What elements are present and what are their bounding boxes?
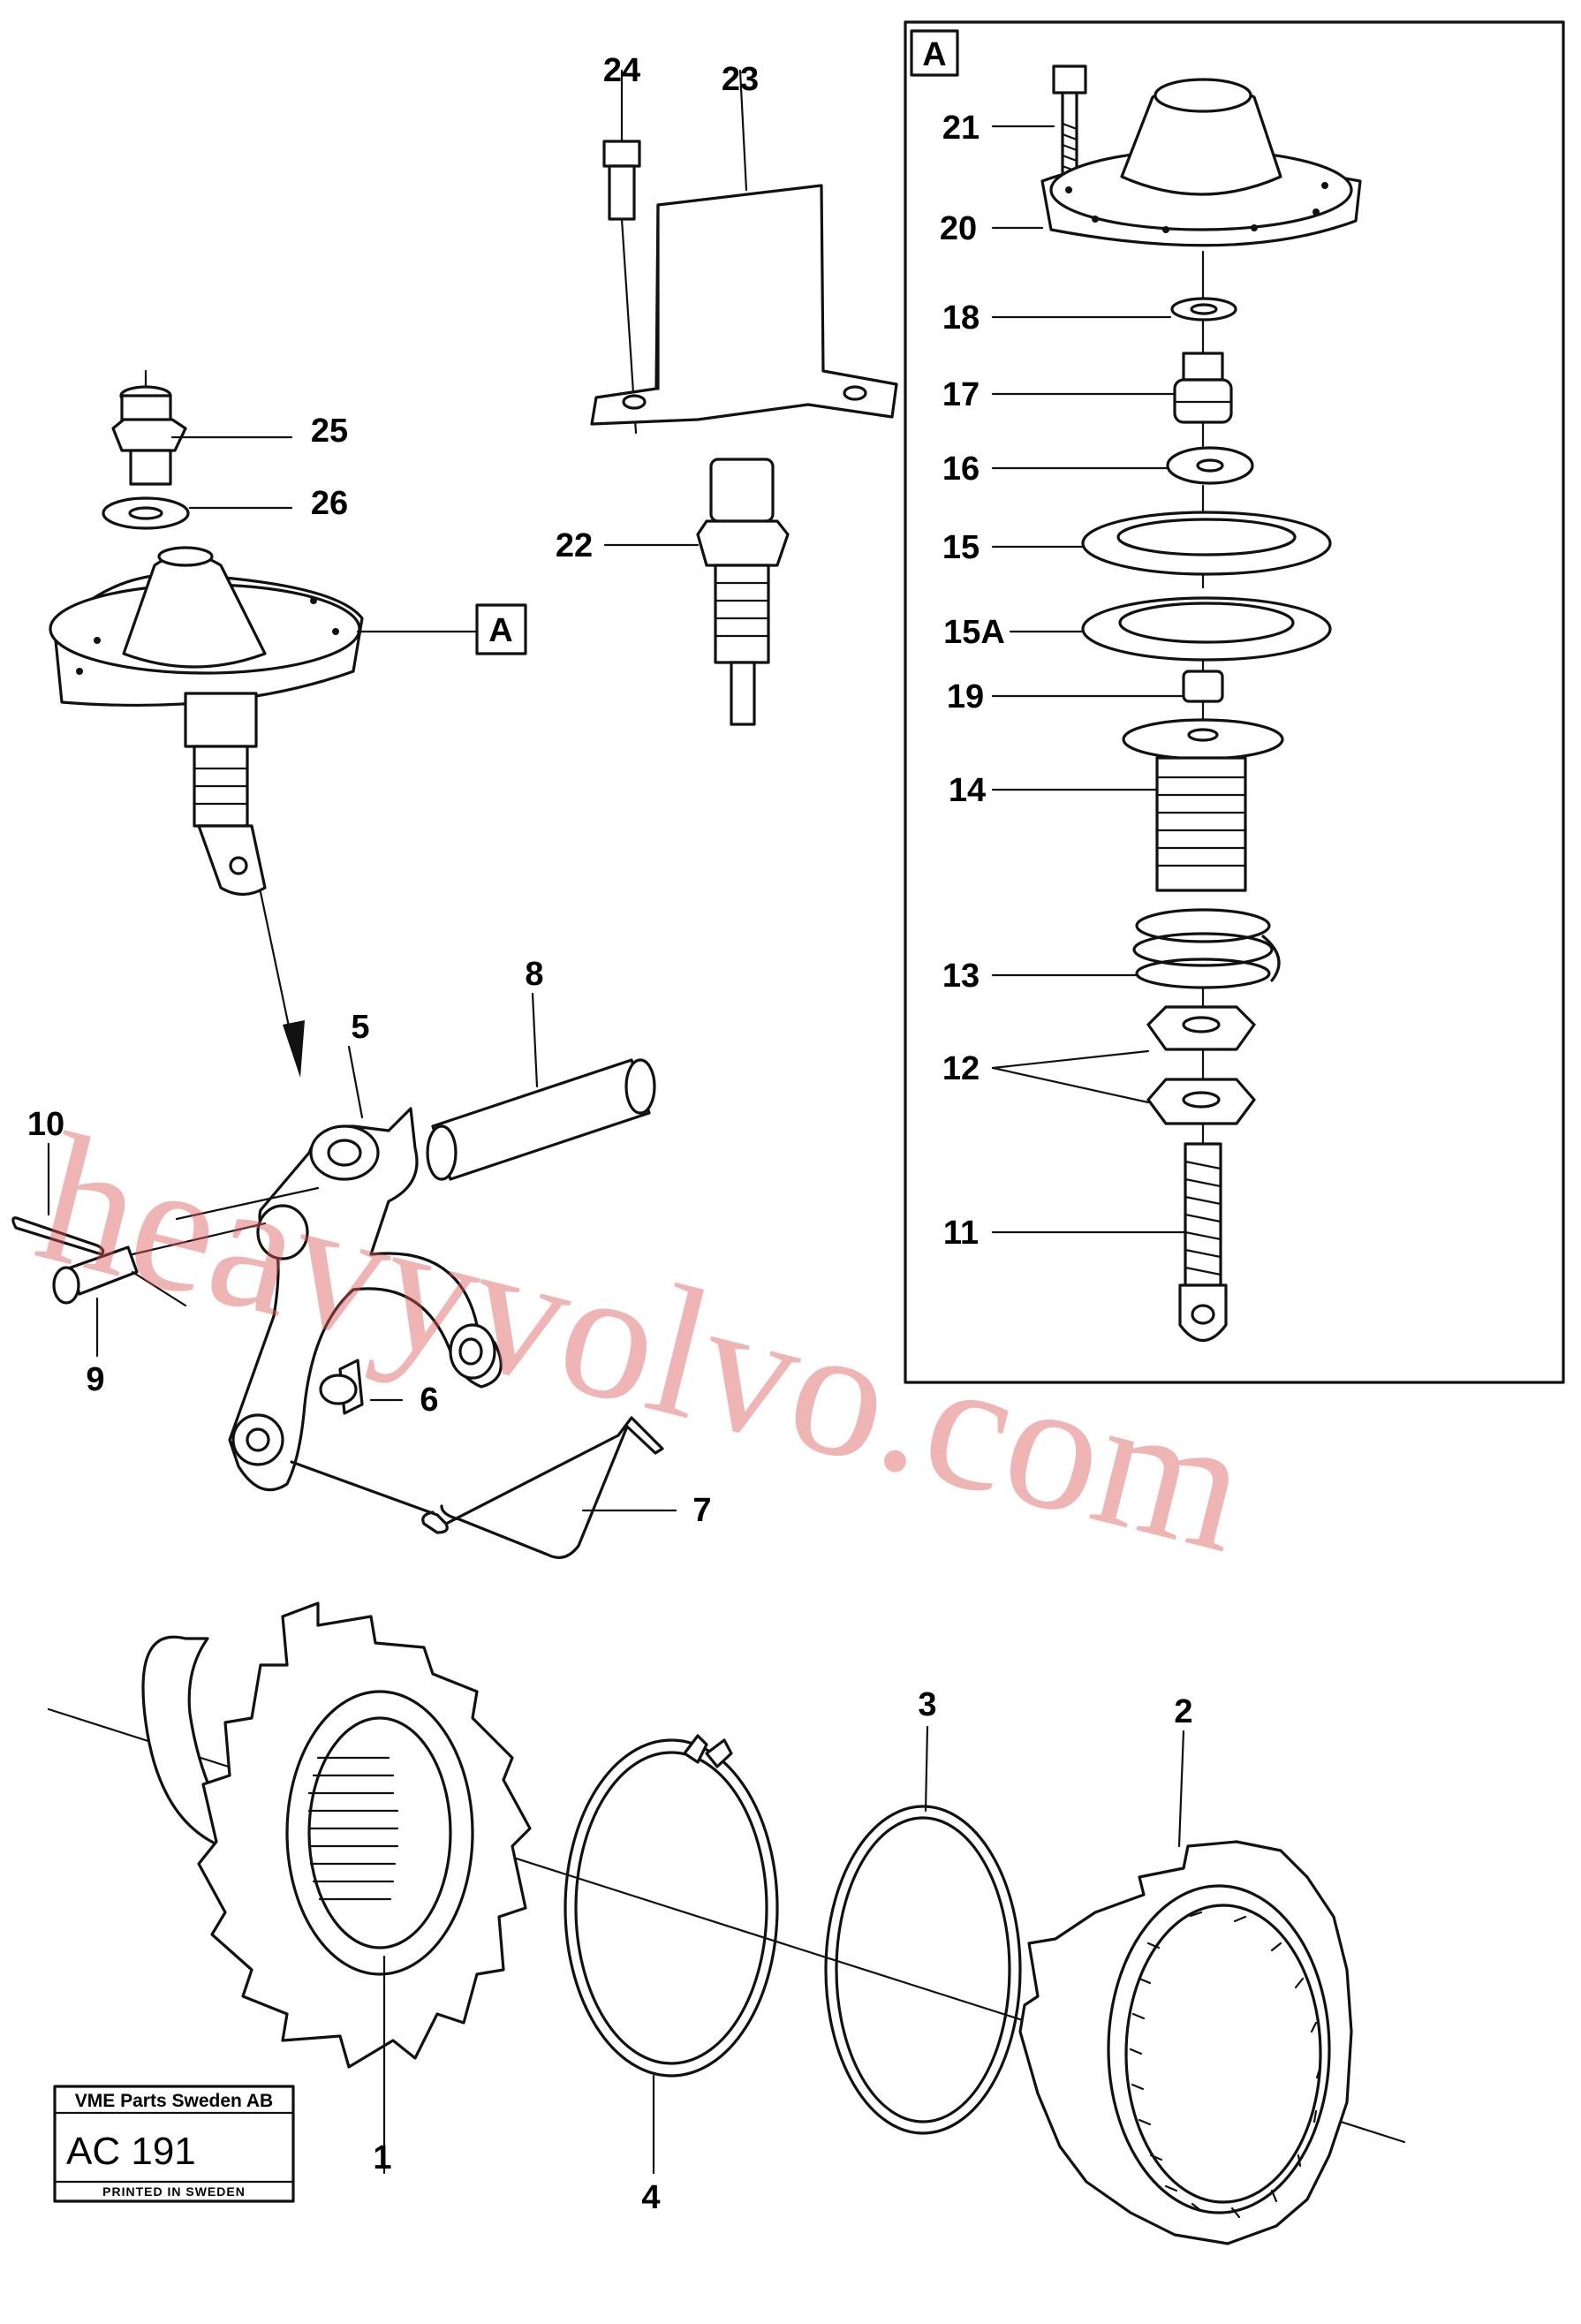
- watermark: heavyvolvo.com: [21, 1095, 1266, 1592]
- callout-24: 24: [603, 52, 640, 89]
- callout-8: 8: [525, 956, 543, 993]
- callout-13: 13: [942, 958, 980, 995]
- ref-a-box: [475, 603, 527, 655]
- detail-view-a: A: [904, 20, 1565, 1384]
- part-5-shift-fork: [228, 1107, 503, 1492]
- callout-3: 3: [918, 1686, 936, 1723]
- part-4-snap-ring: [564, 1734, 779, 2078]
- ref-a-label: A: [488, 612, 512, 649]
- title-plate: VME Parts Sweden AB AC 191 PRINTED IN SW…: [53, 2085, 295, 2203]
- callout-5: 5: [351, 1009, 369, 1046]
- callout-labels: 1 2 3 4 5 6 7 8 9 10 11 12 13 14 15 15A …: [27, 52, 1193, 2216]
- callout-26: 26: [311, 485, 348, 522]
- callout-22: 22: [556, 527, 593, 564]
- callout-23: 23: [722, 61, 759, 98]
- callout-1: 1: [373, 2139, 391, 2176]
- callout-20: 20: [940, 210, 977, 247]
- part-15-diaphragm: [1081, 511, 1332, 576]
- part-14-sleeve: [1122, 718, 1284, 892]
- part-8-pin: [426, 1058, 656, 1181]
- part-15a-gasket: [1081, 596, 1332, 662]
- part-11-eye-rod: [1178, 1142, 1228, 1342]
- callout-14: 14: [949, 772, 986, 809]
- callout-15: 15: [942, 529, 980, 566]
- part-20-housing: [1040, 78, 1362, 247]
- part-22-sensor: [696, 458, 790, 726]
- callout-19: 19: [947, 678, 984, 715]
- callout-15a: 15A: [943, 614, 1005, 651]
- part-13-spring: [1132, 908, 1281, 989]
- part-3-ring: [824, 1805, 1022, 2135]
- callout-4: 4: [641, 2179, 660, 2216]
- part-6-plug: [319, 1359, 364, 1415]
- detail-box-label: A: [922, 36, 946, 73]
- plate-code: AC 191: [66, 2130, 196, 2173]
- part-16-washer: [1166, 446, 1254, 485]
- callout-25: 25: [311, 413, 348, 450]
- part-18-washer: [1170, 297, 1237, 322]
- detail-box-tag: [910, 29, 959, 77]
- part-25-valve: [111, 369, 187, 486]
- part-21-bolt: [1052, 64, 1087, 178]
- callout-7: 7: [692, 1492, 711, 1529]
- part-17-plunger: [1173, 352, 1233, 424]
- callout-2: 2: [1174, 1693, 1192, 1730]
- part-9-pin: [52, 1222, 267, 1307]
- actuator-housing: [49, 546, 364, 897]
- callout-16: 16: [942, 450, 980, 488]
- part-24-bolt: [602, 140, 641, 435]
- part-23-bracket: [590, 184, 898, 426]
- callout-11: 11: [943, 1215, 979, 1252]
- part-7-spring-wire: [290, 1416, 664, 1559]
- callout-17: 17: [942, 376, 980, 413]
- plate-company: VME Parts Sweden AB: [75, 2091, 273, 2111]
- part-26-washer: [102, 496, 190, 530]
- callout-9: 9: [86, 1361, 104, 1398]
- part-2-sliding-sleeve: [1018, 1840, 1353, 2245]
- callout-12: 12: [942, 1050, 980, 1087]
- callout-6: 6: [420, 1382, 438, 1419]
- part-12-nuts: [1146, 1005, 1256, 1125]
- plate-printed: PRINTED IN SWEDEN: [102, 2184, 246, 2199]
- part-10-cotter-pin: [11, 1216, 105, 1256]
- part-1-dog-clutch: [141, 1601, 532, 2069]
- callout-18: 18: [942, 299, 980, 337]
- callout-21: 21: [942, 110, 980, 147]
- callout-10: 10: [27, 1106, 64, 1143]
- part-19-spacer: [1182, 670, 1224, 703]
